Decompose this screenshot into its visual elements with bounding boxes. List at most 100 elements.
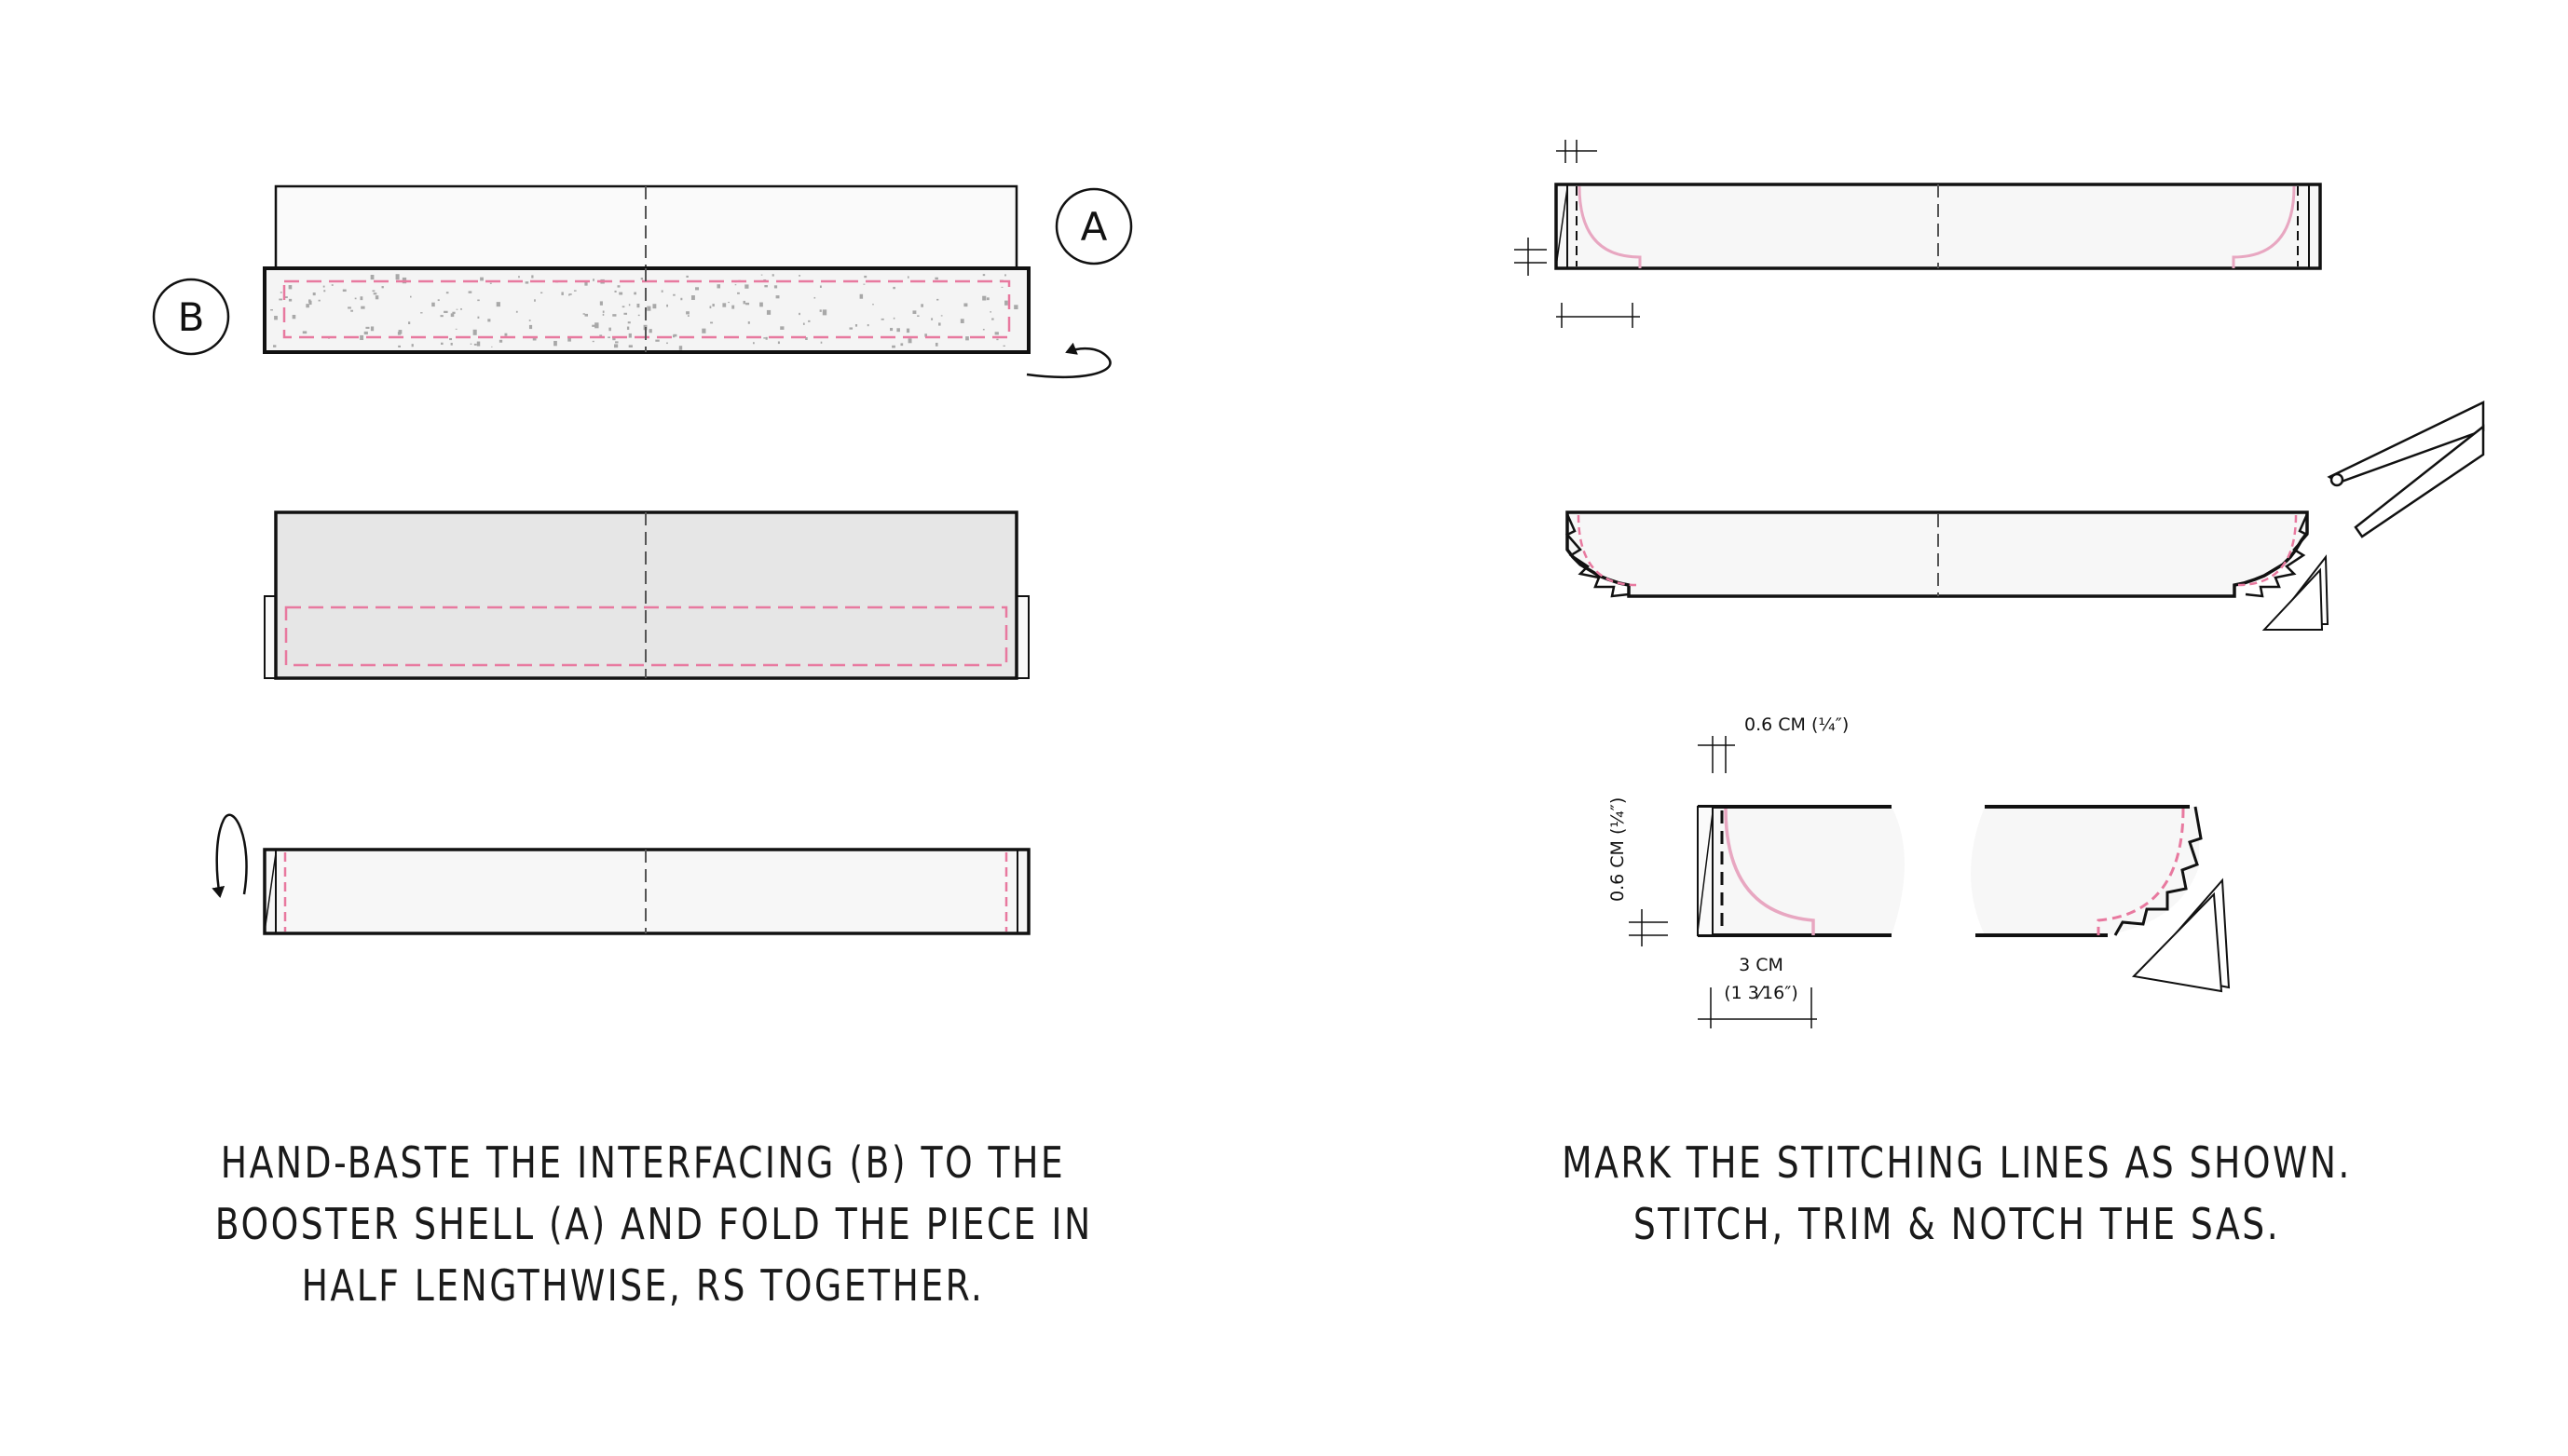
speckle bbox=[361, 306, 365, 309]
speckle bbox=[863, 283, 866, 285]
curve-stitch-left bbox=[1578, 185, 1642, 268]
speckle bbox=[935, 277, 938, 280]
speckle bbox=[710, 321, 714, 324]
speckle bbox=[288, 298, 293, 302]
speckle bbox=[348, 306, 351, 309]
detail-strip-right bbox=[1971, 807, 2199, 935]
notches-detail bbox=[2113, 806, 2203, 936]
step5-trimmed bbox=[1564, 401, 2485, 631]
speckle bbox=[515, 310, 518, 313]
speckle bbox=[813, 296, 816, 299]
speckle bbox=[709, 306, 712, 309]
speckle bbox=[420, 312, 423, 314]
speckle bbox=[1014, 305, 1018, 310]
speckle bbox=[661, 290, 663, 293]
speckle bbox=[594, 322, 599, 329]
speckle bbox=[532, 337, 537, 341]
speckle bbox=[717, 284, 721, 289]
curve-stitch-detail bbox=[1724, 808, 1815, 935]
speckle bbox=[728, 301, 730, 304]
speckle bbox=[652, 304, 657, 309]
label-b-circle bbox=[152, 278, 230, 356]
speckle bbox=[640, 278, 644, 280]
speckle bbox=[441, 342, 444, 346]
speckle bbox=[395, 274, 400, 280]
speckle bbox=[982, 274, 986, 277]
speckle bbox=[686, 275, 689, 278]
speckle bbox=[534, 299, 536, 302]
notches-left bbox=[1564, 513, 1630, 598]
speckle bbox=[455, 328, 458, 330]
speckle bbox=[476, 341, 481, 347]
speckle bbox=[986, 297, 990, 301]
speckle bbox=[921, 304, 923, 307]
speckle bbox=[567, 337, 571, 342]
speckle bbox=[924, 333, 927, 337]
speckle bbox=[666, 304, 669, 307]
speckle bbox=[473, 343, 477, 346]
speckle bbox=[747, 321, 750, 324]
speckle bbox=[737, 292, 740, 294]
speckle bbox=[907, 276, 909, 279]
label-a-circle bbox=[1055, 187, 1133, 265]
speckle bbox=[822, 309, 827, 316]
speckle bbox=[655, 339, 660, 342]
speckle bbox=[372, 290, 376, 293]
scissors-icon bbox=[2327, 401, 2485, 538]
speckle bbox=[593, 279, 594, 281]
speckle bbox=[445, 292, 449, 294]
speckle bbox=[582, 313, 585, 315]
speckle bbox=[867, 324, 869, 327]
speckle bbox=[752, 342, 755, 345]
dimension-lines bbox=[1629, 736, 1817, 1028]
speckle bbox=[449, 337, 453, 341]
speckle bbox=[917, 315, 920, 317]
speckle bbox=[323, 290, 326, 293]
speckle bbox=[370, 326, 375, 332]
speckle bbox=[935, 342, 938, 347]
speckle bbox=[722, 303, 727, 307]
speckle bbox=[411, 344, 414, 347]
speckle bbox=[408, 321, 411, 325]
speckle bbox=[360, 334, 364, 341]
speckle bbox=[472, 329, 477, 335]
speckle bbox=[342, 289, 347, 293]
speckle bbox=[673, 334, 676, 338]
speckle bbox=[568, 293, 572, 295]
speckle bbox=[312, 293, 316, 296]
speckle bbox=[288, 285, 293, 290]
speckle bbox=[622, 306, 625, 308]
speckle bbox=[854, 324, 858, 327]
speckle bbox=[647, 306, 651, 311]
speckle bbox=[568, 294, 570, 296]
speckle bbox=[931, 318, 934, 320]
curve-stitch-right bbox=[2232, 185, 2296, 268]
speckle bbox=[872, 304, 874, 306]
speckle bbox=[477, 316, 480, 319]
speckle bbox=[628, 304, 631, 306]
dim-curve-label-cm: 3 CM bbox=[1739, 955, 1783, 975]
speckle bbox=[608, 336, 611, 339]
speckle bbox=[763, 337, 766, 339]
speckle bbox=[881, 318, 884, 320]
step6-detail: 0.6 CM (¼″) 0.6 CM (¼″) 3 CM (1 3⁄16″) bbox=[1607, 714, 2231, 1028]
speckle bbox=[273, 345, 277, 347]
speckle bbox=[893, 286, 895, 290]
speckle bbox=[634, 292, 636, 295]
speckle bbox=[308, 299, 311, 304]
speckle bbox=[615, 341, 619, 344]
speckle bbox=[764, 285, 768, 288]
turn-arrow-icon bbox=[212, 813, 248, 898]
speckle bbox=[775, 295, 780, 299]
speckle bbox=[499, 339, 503, 343]
speckle bbox=[375, 295, 379, 300]
speckle bbox=[370, 274, 375, 280]
caption-left-line-1: HAND-BASTE THE INTERFACING (B) TO THE bbox=[220, 1137, 1066, 1188]
caption-left-line-2: BOOSTER SHELL (A) AND FOLD THE PIECE IN bbox=[214, 1199, 1093, 1249]
speckle bbox=[745, 302, 750, 306]
speckle bbox=[626, 326, 630, 331]
step2-folded bbox=[264, 510, 1030, 680]
speckle bbox=[678, 346, 683, 350]
speckle bbox=[592, 340, 594, 343]
speckle bbox=[819, 285, 822, 288]
